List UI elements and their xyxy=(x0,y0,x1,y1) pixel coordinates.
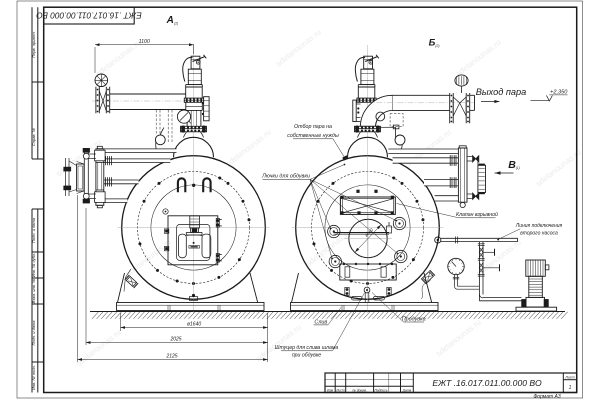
svg-text:при обдувке: при обдувке xyxy=(292,353,321,359)
svg-text:Штуцер для слива шлама: Штуцер для слива шлама xyxy=(275,345,339,351)
svg-text:Подпись: Подпись xyxy=(374,388,387,392)
svg-text:Изм: Изм xyxy=(327,388,334,392)
svg-text:ЕЖТ .16.017.011.00.000 ВО: ЕЖТ .16.017.011.00.000 ВО xyxy=(432,378,542,388)
svg-text:Подп. и дата: Подп. и дата xyxy=(31,320,36,346)
svg-text:(2): (2) xyxy=(174,21,178,25)
svg-text:Выход пара: Выход пара xyxy=(476,87,527,97)
svg-text:2125: 2125 xyxy=(165,354,177,360)
svg-text:№ докум.: № докум. xyxy=(352,388,367,392)
svg-text:Лючки для обдувки: Лючки для обдувки xyxy=(261,174,310,180)
svg-text:Инв. № подл.: Инв. № подл. xyxy=(31,365,36,390)
svg-text:(2): (2) xyxy=(435,44,439,48)
svg-text:Инв. № дубл.: Инв. № дубл. xyxy=(31,253,36,278)
svg-text:Продувка: Продувка xyxy=(402,316,426,322)
svg-text:второго насоса: второго насоса xyxy=(520,231,558,237)
svg-text:Б: Б xyxy=(429,38,436,49)
svg-text:Подп. и дата: Подп. и дата xyxy=(31,217,36,243)
svg-text:+2,350: +2,350 xyxy=(550,90,568,96)
svg-text:1: 1 xyxy=(569,385,572,391)
svg-text:ЕЖТ .16.017.011.00.000 ВО: ЕЖТ .16.017.011.00.000 ВО xyxy=(36,11,142,21)
svg-text:Взам. инв. №: Взам. инв. № xyxy=(31,278,36,303)
svg-text:Отбор пара на: Отбор пара на xyxy=(294,124,332,130)
svg-text:(1): (1) xyxy=(516,166,520,170)
svg-text:А: А xyxy=(166,15,174,26)
svg-text:Перв. примен.: Перв. примен. xyxy=(31,31,36,58)
svg-text:В: В xyxy=(508,159,516,171)
svg-text:2025: 2025 xyxy=(169,337,181,343)
svg-text:Лист: Лист xyxy=(335,388,345,392)
svg-text:Справ. №: Справ. № xyxy=(31,127,36,146)
svg-text:Клапан взрывной: Клапан взрывной xyxy=(456,211,498,218)
svg-text:собственные нужды: собственные нужды xyxy=(287,133,339,139)
svg-text:1100: 1100 xyxy=(139,39,150,45)
svg-text:ø1640: ø1640 xyxy=(187,322,201,328)
svg-text:Слив: Слив xyxy=(314,319,327,325)
svg-text:Формат А3: Формат А3 xyxy=(533,394,561,400)
svg-text:Линия подключения: Линия подключения xyxy=(515,223,563,229)
svg-text:Дата: Дата xyxy=(402,388,412,392)
svg-text:Лист: Лист xyxy=(564,375,574,379)
